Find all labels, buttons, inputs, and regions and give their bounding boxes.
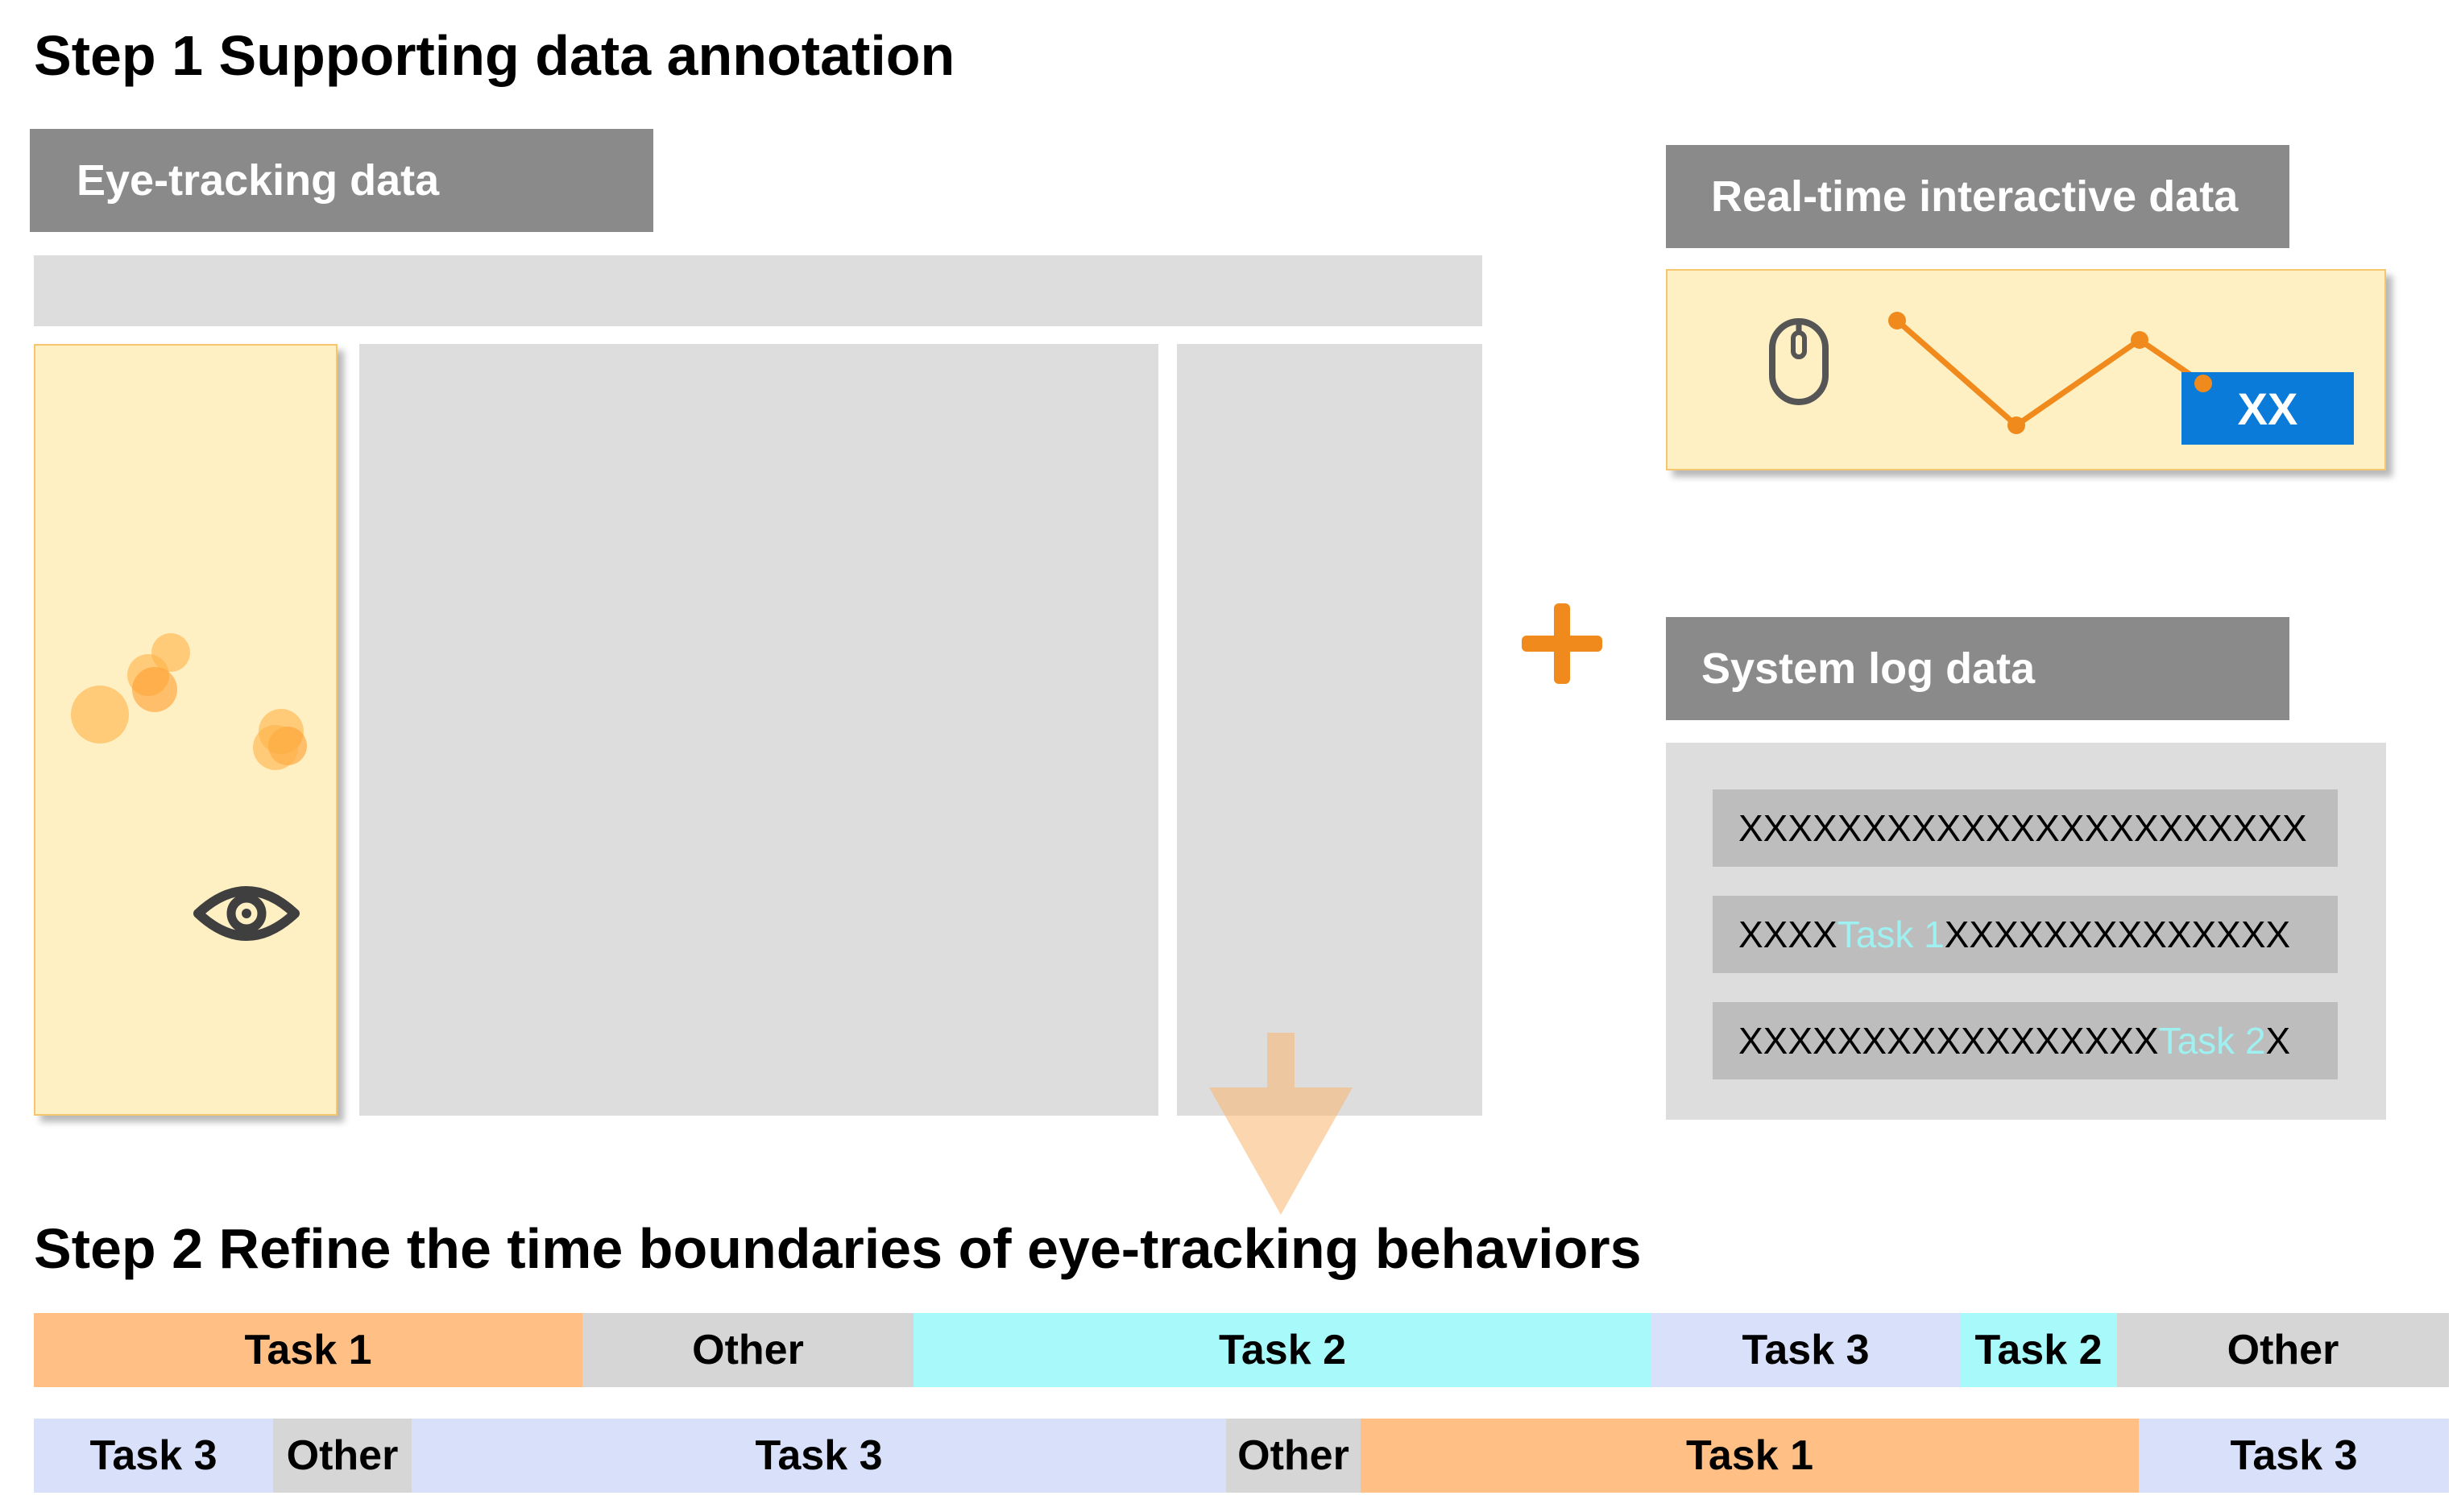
eye-icon <box>193 886 300 941</box>
interaction-trace <box>1769 318 2205 429</box>
browser-top-bar <box>34 255 1482 326</box>
timeline-segment-task-3: Task 3 <box>1651 1313 1960 1387</box>
log-row: XXXXXXXXXXXXXXXXXXXXXXX <box>1713 789 2338 867</box>
gaze-point <box>253 725 298 770</box>
timeline-segment-task-2: Task 2 <box>1960 1313 2117 1387</box>
interaction-points <box>1888 312 2212 434</box>
log-task-highlight: Task 2 <box>2158 1020 2266 1062</box>
gaze-point <box>71 686 129 744</box>
timeline-segment-task-3: Task 3 <box>2139 1419 2449 1493</box>
log-text: X <box>2265 1020 2291 1062</box>
trace-point <box>2007 416 2025 434</box>
log-text: XXXX <box>1738 913 1837 955</box>
center-panel <box>359 344 1158 1116</box>
interactive-label: Real-time interactive data <box>1711 172 2239 221</box>
trace-point <box>1888 312 1906 329</box>
timeline-segment-other: Other <box>1226 1419 1361 1493</box>
log-text: XXXXXXXXXXXXXX <box>1944 913 2291 955</box>
timeline-segment-task-2: Task 2 <box>914 1313 1651 1387</box>
timeline-segment-other: Other <box>273 1419 412 1493</box>
eye-tracking-header: Eye-tracking data <box>30 129 653 232</box>
trace-point <box>2194 375 2212 392</box>
log-task-highlight: Task 1 <box>1837 913 1945 955</box>
left-panel-highlighted <box>34 344 338 1116</box>
interactive-header: Real-time interactive data <box>1666 145 2289 248</box>
timeline-segment-task-3: Task 3 <box>412 1419 1226 1493</box>
timeline-segment-task-1: Task 1 <box>34 1313 582 1387</box>
trace-point <box>2131 331 2148 349</box>
step1-title: Step 1 Supporting data annotation <box>34 24 955 87</box>
log-text: XXXXXXXXXXXXXXXXX <box>1738 1020 2159 1062</box>
timeline-segment-other: Other <box>582 1313 914 1387</box>
syslog-label: System log data <box>1701 644 2036 693</box>
xx-button-label: XX <box>2237 383 2298 434</box>
mouse-icon <box>1769 318 1829 405</box>
interactive-panel: XX <box>1666 269 2386 470</box>
down-arrow <box>1209 1033 1353 1215</box>
timeline-segment-task-3: Task 3 <box>34 1419 273 1493</box>
step2-title: Step 2 Refine the time boundaries of eye… <box>34 1217 1642 1280</box>
timeline-segment-other: Other <box>2117 1313 2449 1387</box>
timeline-segment-task-1: Task 1 <box>1361 1419 2139 1493</box>
eye-tracking-label: Eye-tracking data <box>77 156 440 205</box>
log-text: XXXXXXXXXXXXXXXXXXXXXXX <box>1738 807 2307 849</box>
gaze-fixations <box>71 633 307 941</box>
gaze-point <box>132 667 177 712</box>
plus-icon <box>1522 603 1602 684</box>
right-panel <box>1177 344 1482 1116</box>
syslog-header: System log data <box>1666 617 2289 720</box>
